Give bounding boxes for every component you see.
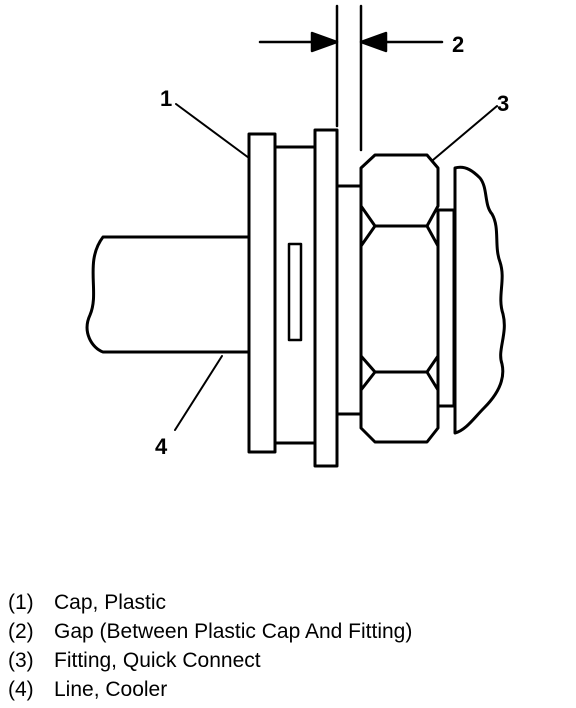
plastic-cap: [247, 128, 339, 468]
legend-number: (2): [8, 620, 34, 643]
gap-indicator: [258, 4, 444, 152]
legend-text: Gap (Between Plastic Cap And Fitting): [54, 620, 413, 643]
leader-line-fitting: [432, 105, 498, 161]
legend-item: (3) Fitting, Quick Connect: [8, 646, 412, 675]
legend-text: Line, Cooler: [54, 678, 168, 701]
callout-cap-number: 1: [160, 86, 172, 111]
legend-number: (4): [8, 678, 34, 701]
legend-text: Cap, Plastic: [54, 591, 167, 614]
callout-cooler-line-number: 4: [155, 434, 168, 459]
legend-item: (4) Line, Cooler: [8, 675, 412, 704]
parts-legend: (1) Cap, Plastic (2) Gap (Between Plastic …: [8, 588, 412, 704]
legend-text: Fitting, Quick Connect: [54, 649, 261, 672]
legend-item: (1) Cap, Plastic: [8, 588, 412, 617]
quick-connect-fitting: [335, 153, 456, 444]
leader-line-cap: [175, 103, 250, 159]
cooler-line: [85, 235, 252, 354]
legend-number: (3): [8, 649, 34, 672]
mating-part-breakaway: [453, 165, 506, 435]
callout-gap-number: 2: [452, 32, 464, 57]
legend-number: (1): [8, 591, 34, 614]
legend-item: (2) Gap (Between Plastic Cap And Fitting): [8, 617, 412, 646]
callout-fitting-number: 3: [497, 91, 509, 116]
leader-line-cooler-line: [174, 355, 223, 431]
quick-connect-diagram: 1 2 3 4: [85, 4, 509, 468]
